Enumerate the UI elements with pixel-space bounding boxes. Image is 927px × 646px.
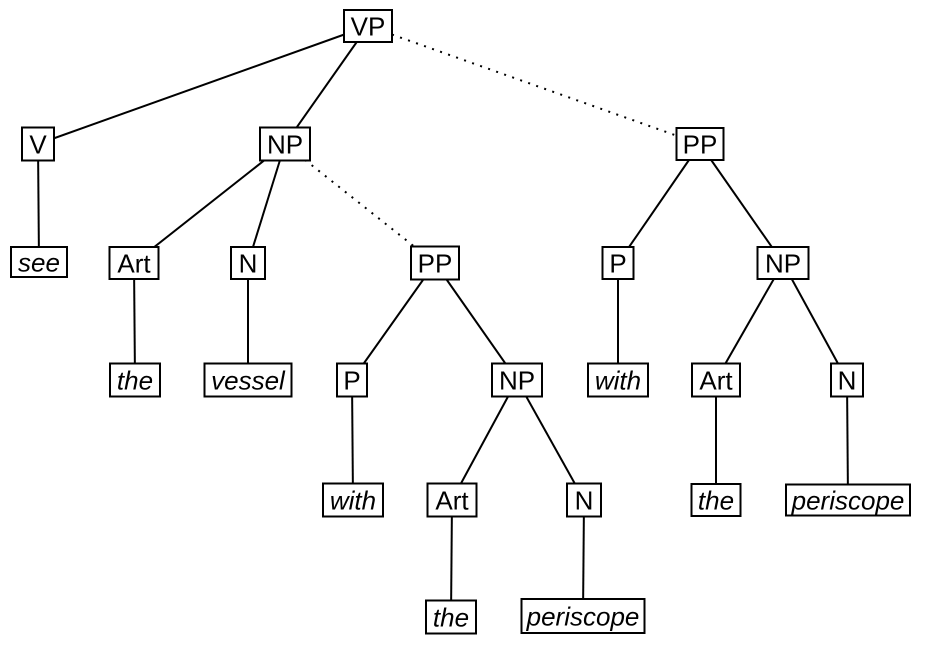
node-box-p2	[601, 246, 635, 280]
edge-v-see	[37, 143, 40, 263]
node-label-per1: periscope	[526, 601, 640, 631]
node-box-art2	[426, 482, 478, 518]
node-box-n2	[566, 482, 602, 518]
node-box-n1	[230, 246, 266, 280]
node-box-with1	[322, 482, 384, 518]
tree-node-art3: Art	[691, 362, 741, 398]
edge-np3-art3	[715, 262, 784, 381]
edge-pp1-np2	[434, 262, 518, 381]
node-box-vessel	[203, 362, 293, 398]
edge-pp2-p2	[617, 143, 701, 264]
node-label-with2: with	[595, 365, 641, 395]
node-label-n3: N	[838, 365, 857, 395]
node-label-vp: VP	[351, 11, 386, 41]
node-label-n2: N	[575, 485, 594, 515]
node-label-with1: with	[330, 485, 376, 515]
node-label-art3: Art	[699, 365, 733, 395]
node-box-pp2	[675, 127, 725, 161]
node-box-the2	[425, 599, 477, 635]
node-box-art1	[108, 246, 160, 280]
edge-pp2-np3	[699, 143, 784, 264]
edge-np1-pp1-dotted	[284, 143, 436, 264]
node-box-the1	[109, 362, 161, 398]
node-label-the1: the	[117, 365, 153, 395]
tree-node-pp1: PP	[410, 245, 460, 281]
tree-node-vp: VP	[343, 9, 393, 43]
tree-node-the3: the	[690, 483, 742, 517]
edge-vp-v	[37, 25, 369, 145]
tree-node-art2: Art	[426, 482, 478, 518]
node-label-the3: the	[698, 485, 734, 515]
tree-node-vessel: vessel	[203, 362, 293, 398]
edge-n2-per1	[582, 499, 585, 617]
tree-node-p1: P	[336, 362, 368, 398]
node-label-np2: NP	[499, 365, 535, 395]
tree-node-the2: the	[425, 599, 477, 635]
edge-art1-the1	[133, 262, 136, 381]
node-box-art3	[691, 362, 741, 398]
tree-node-with1: with	[322, 482, 384, 518]
node-label-the2: the	[433, 602, 469, 632]
node-label-n1: N	[239, 248, 258, 278]
edge-vp-np1	[284, 25, 369, 145]
edges-layer	[37, 25, 849, 618]
node-label-pp1: PP	[418, 248, 453, 278]
node-label-see: see	[18, 247, 60, 277]
tree-node-np1: NP	[259, 126, 311, 162]
node-label-np3: NP	[765, 248, 801, 278]
node-label-art2: Art	[435, 485, 469, 515]
tree-node-n2: N	[566, 482, 602, 518]
tree-node-n1: N	[230, 246, 266, 280]
edge-np1-art1	[133, 143, 286, 264]
tree-node-the1: the	[109, 362, 161, 398]
node-box-pp1	[410, 245, 460, 281]
edge-np1-n1	[247, 143, 286, 264]
node-box-see	[10, 246, 68, 278]
edge-np2-n2	[516, 379, 585, 501]
node-box-np2	[491, 362, 543, 398]
node-box-with2	[587, 362, 649, 398]
node-box-p1	[336, 362, 368, 398]
tree-node-art1: Art	[108, 246, 160, 280]
node-label-v: V	[29, 129, 47, 159]
node-label-per2: periscope	[791, 485, 905, 515]
edge-pp1-p1	[351, 262, 436, 381]
tree-node-see: see	[10, 246, 68, 278]
tree-node-v: V	[21, 126, 55, 162]
tree-node-per1: periscope	[520, 598, 646, 634]
tree-node-per2: periscope	[785, 483, 911, 517]
edge-np2-art2	[451, 379, 518, 501]
node-label-vessel: vessel	[211, 365, 286, 395]
node-label-p2: P	[609, 248, 626, 278]
tree-node-with2: with	[587, 362, 649, 398]
edge-n3-per2	[846, 379, 849, 501]
tree-node-np2: NP	[491, 362, 543, 398]
node-box-per2	[785, 483, 911, 517]
tree-node-np3: NP	[756, 246, 810, 280]
node-box-the3	[690, 483, 742, 517]
edge-p1-with1	[351, 379, 354, 501]
node-box-np3	[756, 246, 810, 280]
edge-np3-n3	[782, 262, 848, 381]
tree-node-p2: P	[601, 246, 635, 280]
node-box-vp	[343, 9, 393, 43]
node-box-per1	[520, 598, 646, 634]
node-label-p1: P	[343, 365, 360, 395]
tree-node-n3: N	[830, 362, 864, 398]
node-box-np1	[259, 126, 311, 162]
tree-node-pp2: PP	[675, 127, 725, 161]
node-box-n3	[830, 362, 864, 398]
node-label-np1: NP	[267, 129, 303, 159]
node-box-v	[21, 126, 55, 162]
edge-art2-the2	[450, 499, 453, 618]
node-label-art1: Art	[117, 248, 151, 278]
node-label-pp2: PP	[683, 129, 718, 159]
edge-vp-pp2-dotted	[367, 25, 701, 145]
